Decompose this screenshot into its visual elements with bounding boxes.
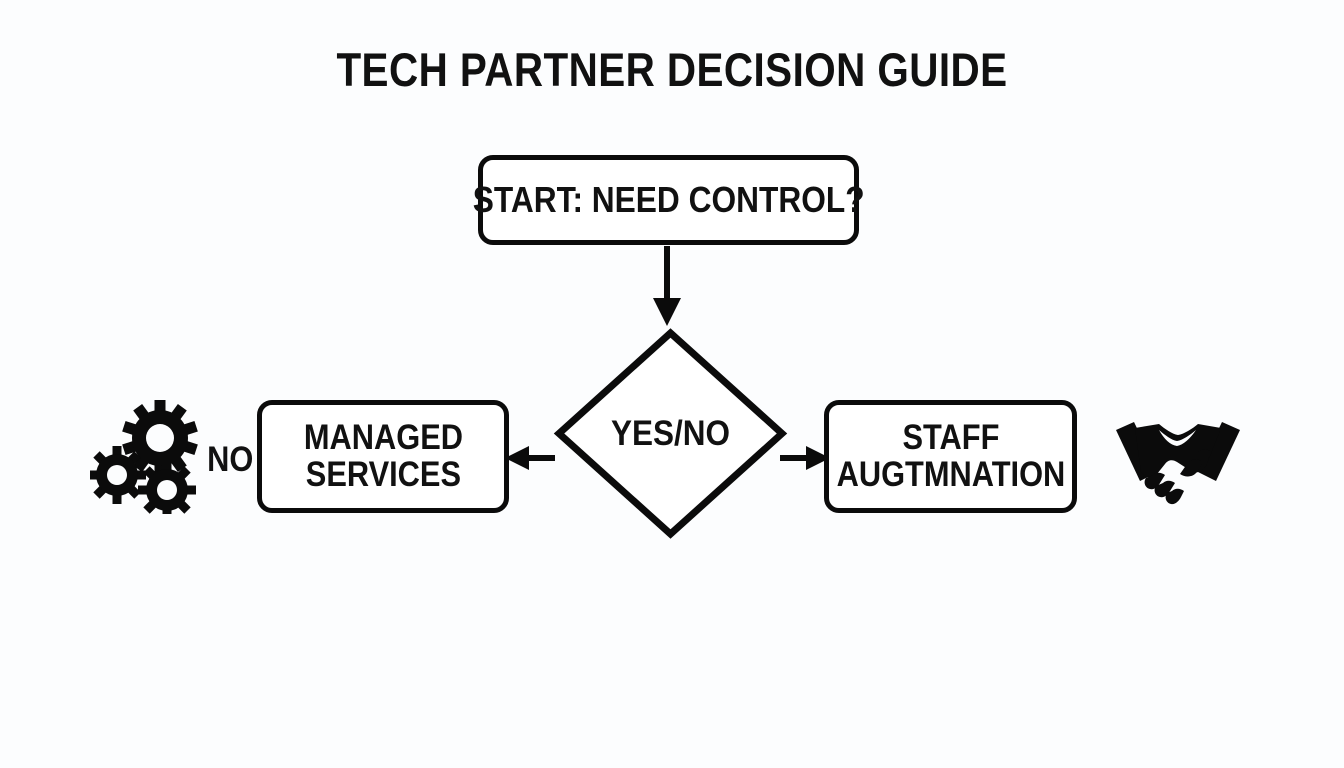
edge-label-no: NO <box>207 440 254 479</box>
flow-node-decision-label: YES/NO <box>610 413 731 453</box>
diamond-shape <box>553 328 788 539</box>
gears-icon <box>90 400 198 514</box>
page-title: TECH PARTNER DECISION GUIDE <box>336 43 1008 96</box>
staff-line-1: STAFF <box>902 418 999 458</box>
flow-node-staff-augmentation-label: STAFF AUGTMNATION <box>836 420 1065 492</box>
managed-line-1: MANAGED <box>303 418 463 458</box>
staff-line-2: AUGTMNATION <box>836 454 1065 494</box>
flow-node-decision[interactable]: YES/NO <box>553 327 788 540</box>
flow-node-managed-services[interactable]: MANAGED SERVICES <box>257 400 509 513</box>
arrow-decision-to-staff <box>780 446 830 470</box>
flow-node-managed-services-label: MANAGED SERVICES <box>303 420 462 492</box>
flow-node-staff-augmentation[interactable]: STAFF AUGTMNATION <box>824 400 1077 513</box>
managed-line-2: SERVICES <box>305 454 461 494</box>
arrow-start-to-decision <box>653 246 681 326</box>
flow-node-start[interactable]: START: NEED CONTROL? <box>473 155 864 245</box>
handshake-icon <box>1116 422 1240 505</box>
flow-node-start-label: START: NEED CONTROL? <box>472 179 865 221</box>
arrow-decision-to-managed <box>505 446 555 470</box>
